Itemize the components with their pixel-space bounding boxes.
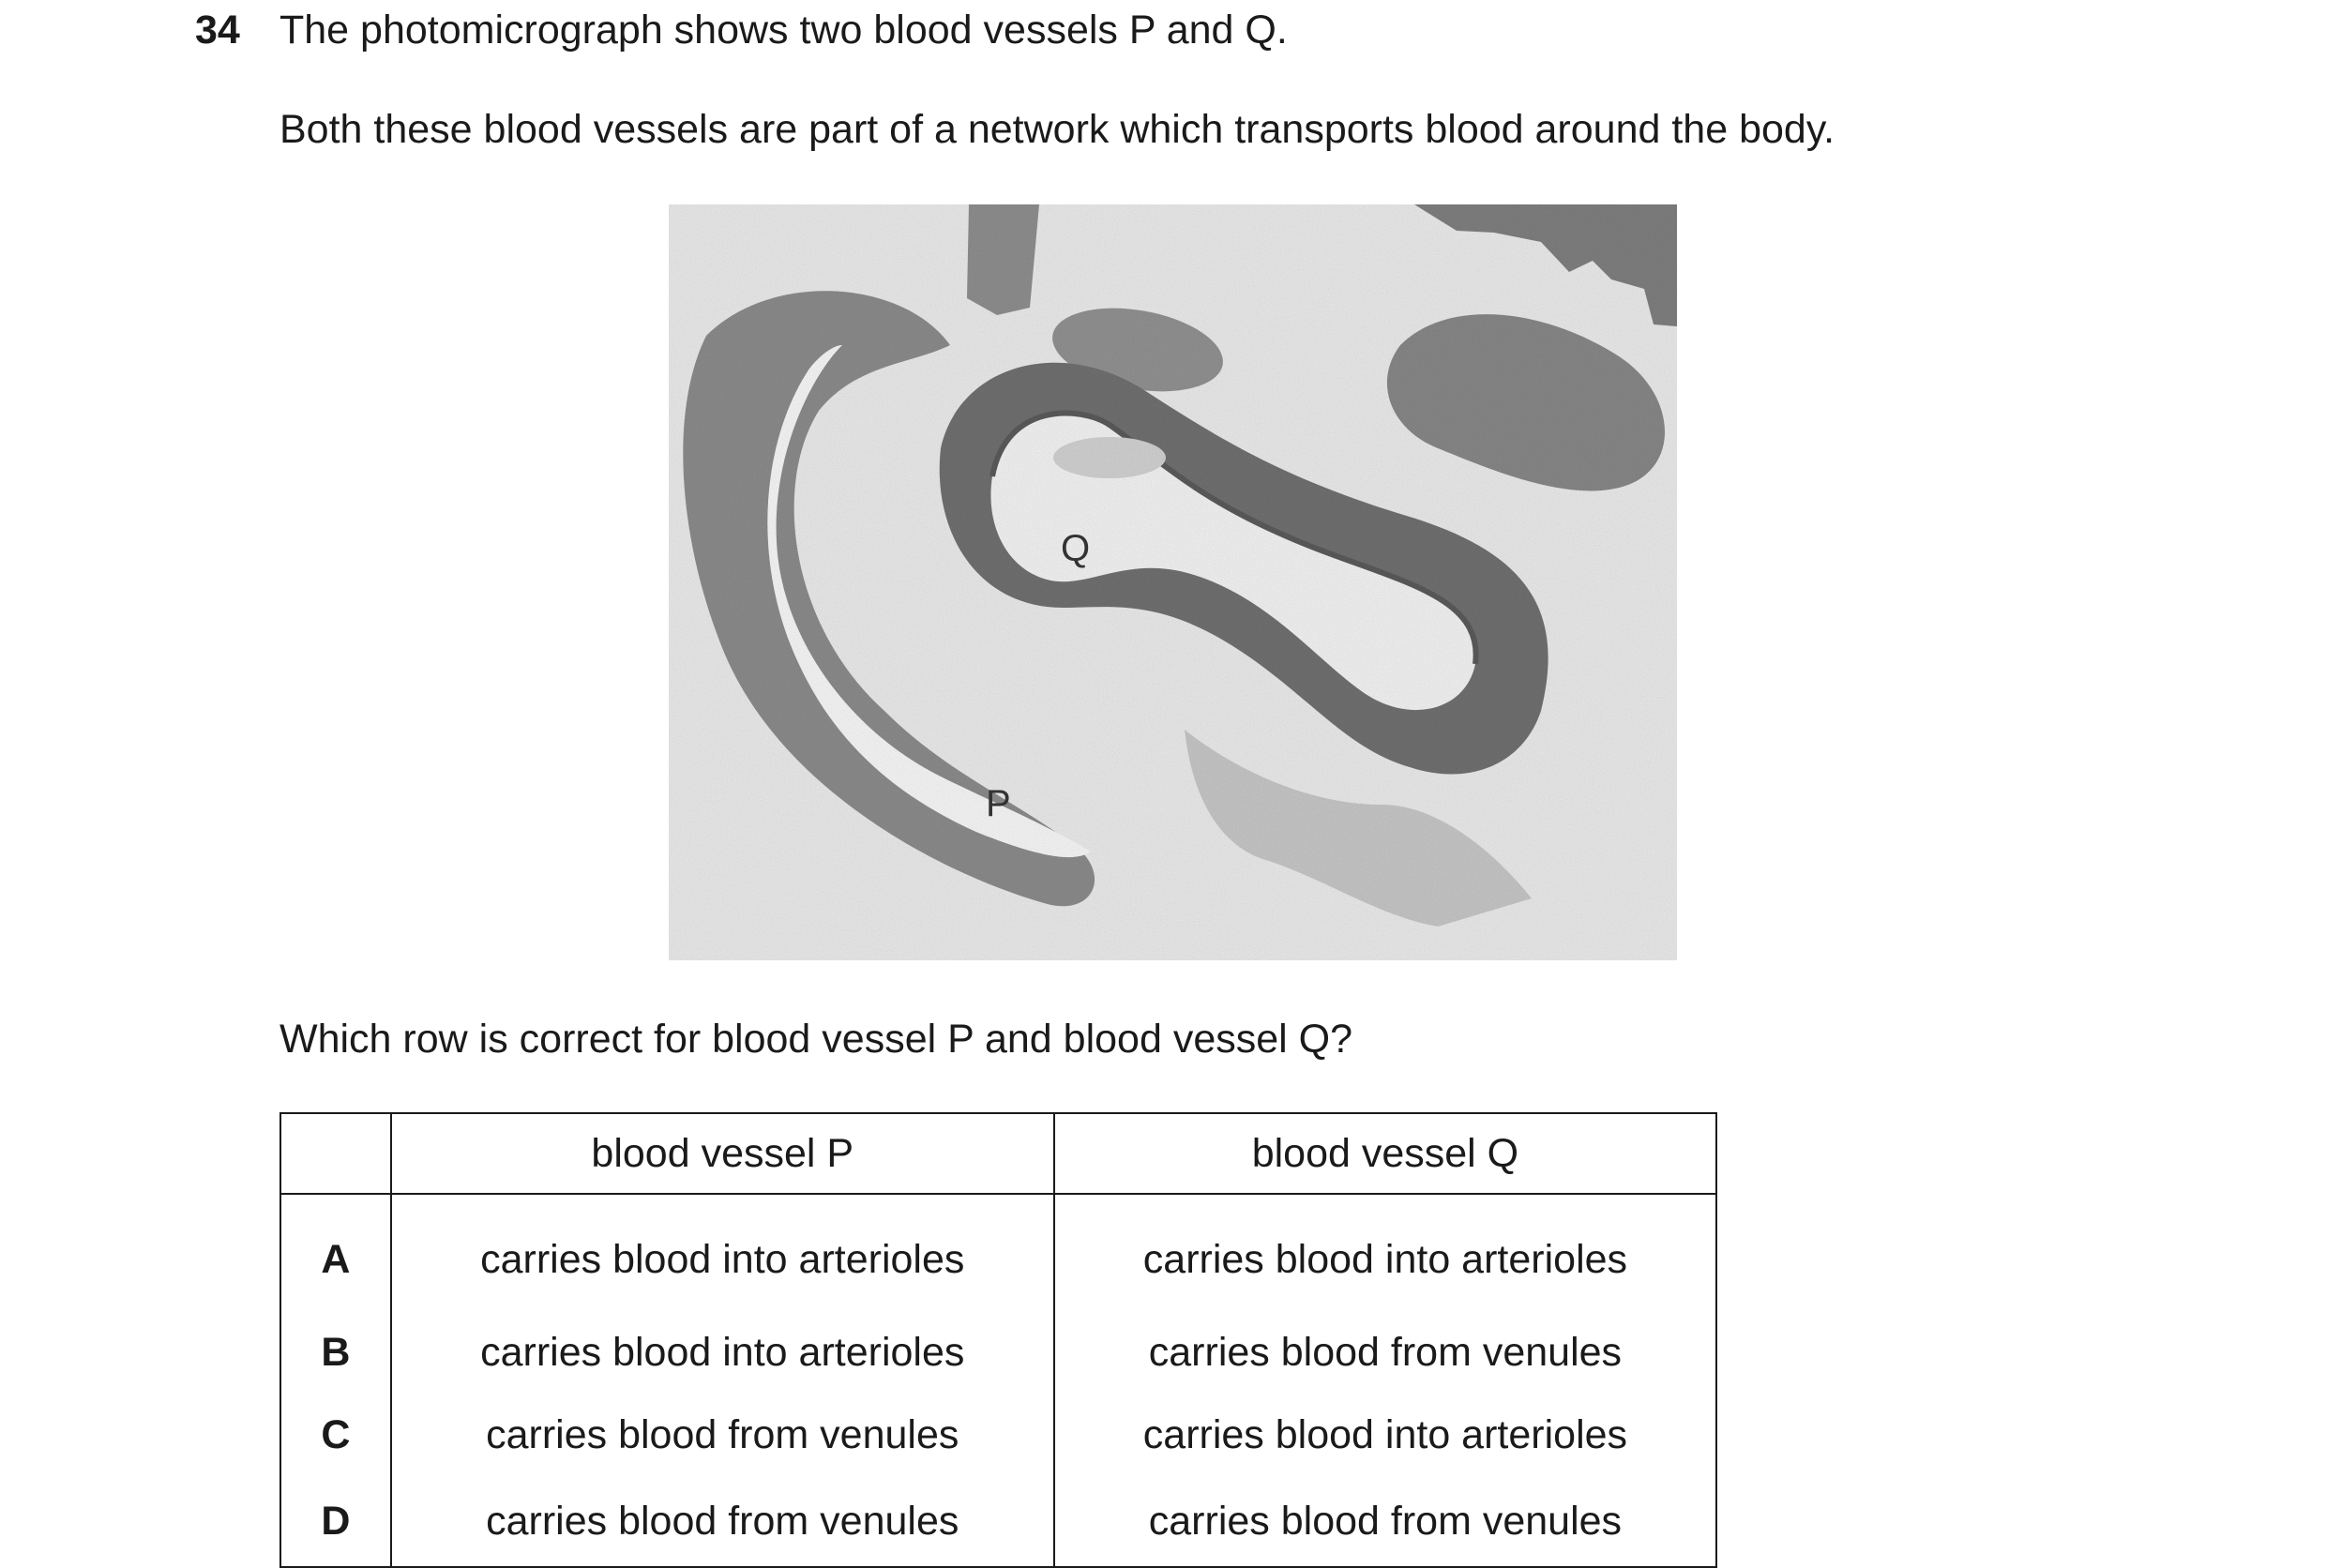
question-stem-line1: The photomicrograph shows two blood vess… xyxy=(279,8,1288,53)
header-cell-vessel-q: blood vessel Q xyxy=(1052,1112,1718,1195)
label-p: P xyxy=(986,783,1011,824)
row-letter: B xyxy=(279,1311,392,1394)
row-letter: A xyxy=(279,1194,392,1311)
photomicrograph: Q P xyxy=(669,204,1677,960)
cell-vessel-q: carries blood from venules xyxy=(1052,1311,1718,1394)
table-row[interactable]: D carries blood from venules carries blo… xyxy=(279,1476,1718,1568)
table-row[interactable]: A carries blood into arterioles carries … xyxy=(279,1194,1718,1311)
question-number: 34 xyxy=(195,8,240,53)
header-cell-vessel-p: blood vessel P xyxy=(389,1112,1055,1195)
cell-vessel-q: carries blood into arterioles xyxy=(1052,1194,1718,1311)
table-header-row: blood vessel P blood vessel Q xyxy=(279,1112,1718,1195)
cell-vessel-p: carries blood into arterioles xyxy=(389,1194,1055,1311)
cell-vessel-p: carries blood from venules xyxy=(389,1394,1055,1476)
cell-vessel-q: carries blood into arterioles xyxy=(1052,1394,1718,1476)
header-cell-blank xyxy=(279,1112,392,1195)
question-stem-line2: Both these blood vessels are part of a n… xyxy=(279,107,1835,152)
answer-table: blood vessel P blood vessel Q A carries … xyxy=(279,1112,1718,1568)
row-letter: C xyxy=(279,1394,392,1476)
table-row[interactable]: B carries blood into arterioles carries … xyxy=(279,1311,1718,1394)
cell-vessel-p: carries blood from venules xyxy=(389,1476,1055,1568)
cell-vessel-p: carries blood into arterioles xyxy=(389,1311,1055,1394)
label-q: Q xyxy=(1061,528,1090,569)
question-prompt: Which row is correct for blood vessel P … xyxy=(279,1017,1353,1062)
table-row[interactable]: C carries blood from venules carries blo… xyxy=(279,1394,1718,1476)
row-letter: D xyxy=(279,1476,392,1568)
cell-vessel-q: carries blood from venules xyxy=(1052,1476,1718,1568)
